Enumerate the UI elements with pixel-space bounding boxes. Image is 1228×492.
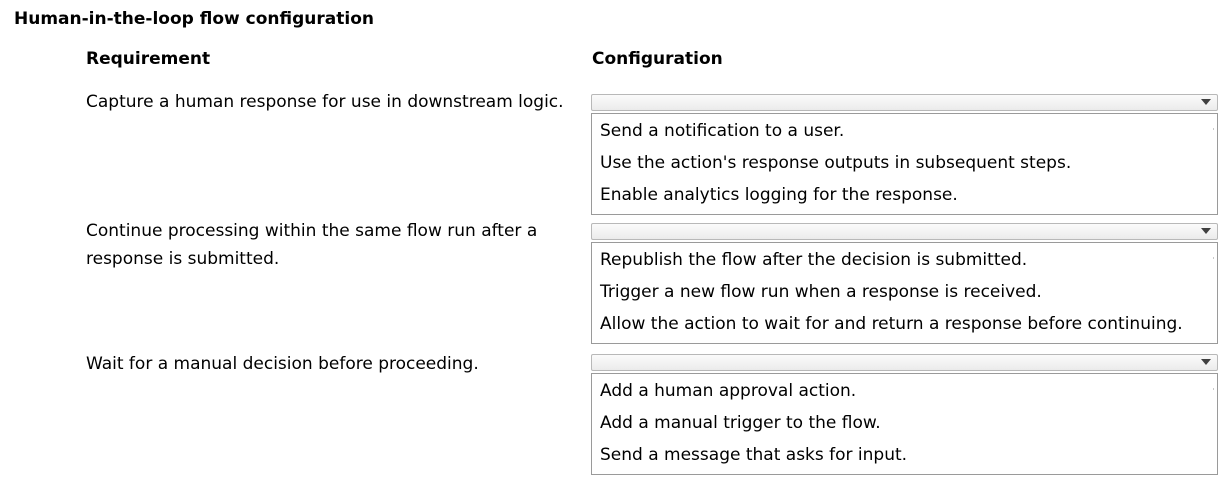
scrollbar-tick xyxy=(1213,128,1214,130)
configuration-column-header: Configuration xyxy=(592,49,723,69)
configuration-group-1: Send a notification to a user. Use the a… xyxy=(591,94,1218,215)
requirement-text-1: Capture a human response for use in down… xyxy=(86,92,564,112)
page-title: Human-in-the-loop flow configuration xyxy=(14,9,374,29)
option-3-2[interactable]: Add a manual trigger to the flow. xyxy=(600,413,881,433)
configuration-group-2: Republish the flow after the decision is… xyxy=(591,223,1218,344)
option-2-1[interactable]: Republish the flow after the decision is… xyxy=(600,250,1028,270)
options-list-3: Add a human approval action. Add a manua… xyxy=(591,373,1218,475)
configuration-dropdown-1[interactable] xyxy=(591,94,1218,111)
configuration-group-3: Add a human approval action. Add a manua… xyxy=(591,354,1218,475)
requirement-text-3: Wait for a manual decision before procee… xyxy=(86,354,479,374)
option-1-3[interactable]: Enable analytics logging for the respons… xyxy=(600,185,958,205)
chevron-down-icon xyxy=(1201,228,1211,234)
option-1-2[interactable]: Use the action's response outputs in sub… xyxy=(600,153,1072,173)
option-2-2[interactable]: Trigger a new flow run when a response i… xyxy=(600,282,1042,302)
configuration-dropdown-2[interactable] xyxy=(591,223,1218,240)
options-list-1: Send a notification to a user. Use the a… xyxy=(591,113,1218,215)
requirement-text-2: Continue processing within the same flow… xyxy=(86,221,538,269)
chevron-down-icon xyxy=(1201,359,1211,365)
scrollbar-tick xyxy=(1213,388,1214,390)
configuration-dropdown-3[interactable] xyxy=(591,354,1218,371)
option-2-3[interactable]: Allow the action to wait for and return … xyxy=(600,314,1183,334)
options-list-2: Republish the flow after the decision is… xyxy=(591,242,1218,344)
option-3-1[interactable]: Add a human approval action. xyxy=(600,381,857,401)
chevron-down-icon xyxy=(1201,99,1211,105)
option-3-3[interactable]: Send a message that asks for input. xyxy=(600,445,908,465)
option-1-1[interactable]: Send a notification to a user. xyxy=(600,121,845,141)
scrollbar-tick xyxy=(1213,257,1214,259)
requirement-column-header: Requirement xyxy=(86,49,211,69)
